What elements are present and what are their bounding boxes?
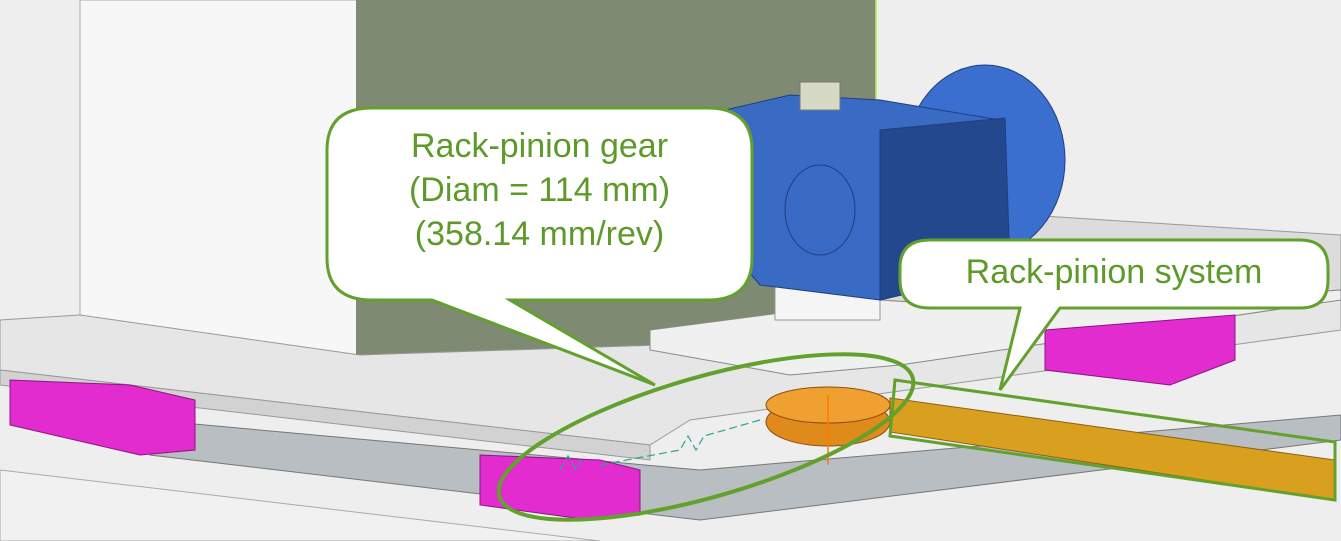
carriage-block xyxy=(9,379,196,456)
callout-gear-text: Rack-pinion gear (Diam = 114 mm) (358.14… xyxy=(327,124,752,256)
callout-bubble-system xyxy=(898,238,1330,391)
carriage-block xyxy=(1044,314,1236,386)
floor xyxy=(0,469,601,541)
gearbox-cover xyxy=(784,164,856,256)
motor-shaft xyxy=(799,81,841,111)
gear-highlight-ellipse xyxy=(496,352,916,522)
callout-system-text: Rack-pinion system xyxy=(965,253,1263,291)
white-enclosure xyxy=(79,0,359,359)
callout-gear-title: Rack-pinion gear xyxy=(410,127,669,165)
gear-sketch xyxy=(559,419,761,472)
callout-bubble-gear xyxy=(325,106,754,387)
callout-gear-pitch: (358.14 mm/rev) xyxy=(414,215,665,253)
callout-gear-diameter: (Diam = 114 mm) xyxy=(408,171,671,209)
rack-highlight-box xyxy=(888,378,1337,502)
